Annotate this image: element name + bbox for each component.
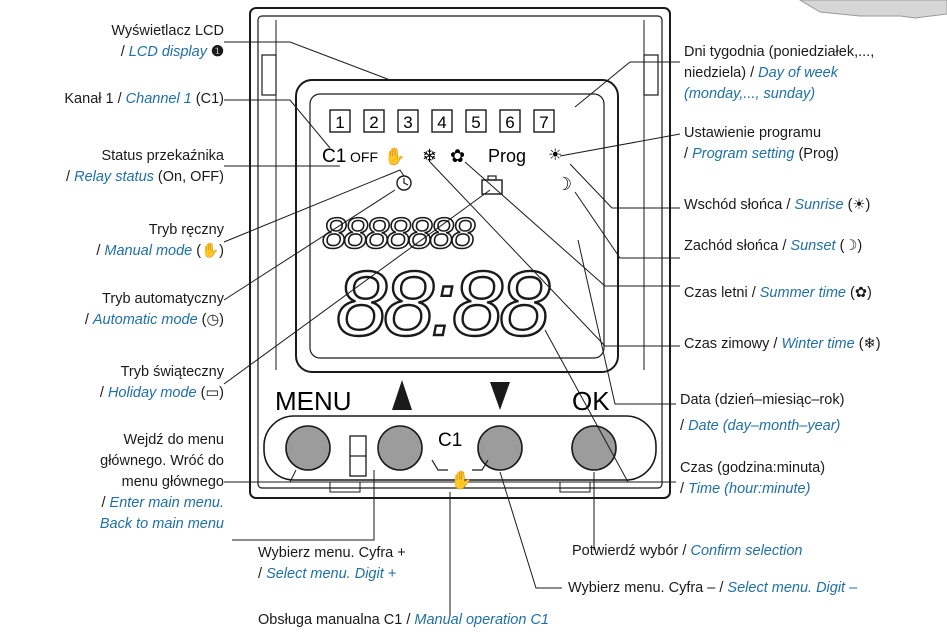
day-box	[397, 109, 419, 133]
callout-ok-button: Potwierdź wybór / Confirm selection	[572, 543, 803, 559]
callout-lcd-pl: Wyświetlacz LCD	[111, 23, 224, 39]
callout-up-button: Wybierz menu. Cyfra + / Select menu. Dig…	[258, 545, 406, 582]
leader-lines	[223, 41, 681, 616]
up-arrow-icon	[392, 380, 412, 410]
lcd-program-label: Prog	[488, 146, 526, 166]
day-number: 4	[437, 113, 446, 132]
lcd-window	[309, 93, 605, 359]
callout-time: Czas (godzina:minuta) / Time (hour:minut…	[680, 460, 826, 497]
callout-channel: Kanał 1 / Channel 1 (C1)	[64, 91, 224, 107]
ok-button[interactable]	[571, 425, 617, 471]
callout-manual: Tryb ręczny / Manual mode (✋)	[96, 222, 224, 259]
down-arrow-icon	[490, 382, 510, 410]
callout-lcd: Wyświetlacz LCD / LCD display ❶	[111, 23, 224, 60]
day-number: 2	[369, 113, 378, 132]
device-thumbnail	[799, 0, 947, 19]
lcd-channel-indicator: C1	[322, 146, 346, 167]
down-button[interactable]	[477, 425, 523, 471]
button-panel	[263, 415, 657, 481]
day-of-week-boxes: 1 2 3 4 5 6 7	[329, 109, 555, 133]
menu-button[interactable]	[285, 425, 331, 471]
day-number: 6	[505, 113, 514, 132]
callout-holiday: Tryb świąteczny / Holiday mode (▭)	[99, 364, 224, 401]
day-number: 3	[403, 113, 412, 132]
day-box	[533, 109, 555, 133]
c1-label: C1	[438, 430, 462, 451]
lcd-relay-state: OFF	[350, 149, 378, 165]
moon-icon: ☽	[556, 174, 572, 194]
callout-down-button: Wybierz menu. Cyfra – / Select menu. Dig…	[568, 580, 858, 596]
day-box	[329, 109, 351, 133]
lcd-time-segments: 88:88	[336, 253, 550, 355]
day-box	[431, 109, 453, 133]
housing-inner-outline	[257, 15, 663, 489]
day-number: 5	[471, 113, 480, 132]
callout-program: Ustawienie programu / Program setting (P…	[684, 125, 839, 162]
day-number: 7	[539, 113, 548, 132]
lcd-frame	[295, 79, 619, 373]
callout-summer: Czas letni / Summer time (✿)	[684, 285, 872, 301]
snowflake-icon: ❄	[422, 146, 437, 166]
menu-label: MENU	[275, 386, 352, 416]
sunrise-icon: ☀	[548, 147, 562, 164]
day-box	[499, 109, 521, 133]
callout-sunrise: Wschód słońca / Sunrise (☀)	[684, 197, 871, 213]
manual-hand-icon: ✋	[450, 469, 472, 490]
day-box	[363, 109, 385, 133]
callout-date: Data (dzień–miesiąc–rok) / Date (day–mon…	[680, 392, 845, 434]
up-button[interactable]	[377, 425, 423, 471]
callout-relay: Status przekaźnika / Relay status (On, O…	[66, 148, 224, 185]
sun-gear-icon: ✿	[450, 146, 465, 166]
hand-icon: ✋	[384, 146, 405, 166]
callout-menu-button: Wejdź do menu głównego. Wróć do menu głó…	[99, 432, 224, 532]
day-box	[465, 109, 487, 133]
callout-winter: Czas zimowy / Winter time (❄)	[684, 336, 881, 352]
callout-days: Dni tygodnia (poniedziałek,..., niedziel…	[684, 44, 875, 102]
lcd-text-segments: 8888888	[322, 209, 476, 258]
callout-manual-operation: Obsługa manualna C1 / Manual operation C…	[258, 612, 549, 628]
callout-sunset: Zachód słońca / Sunset (☽)	[684, 238, 863, 254]
callout-auto: Tryb automatyczny / Automatic mode (◷)	[84, 291, 224, 328]
day-number: 1	[335, 113, 344, 132]
